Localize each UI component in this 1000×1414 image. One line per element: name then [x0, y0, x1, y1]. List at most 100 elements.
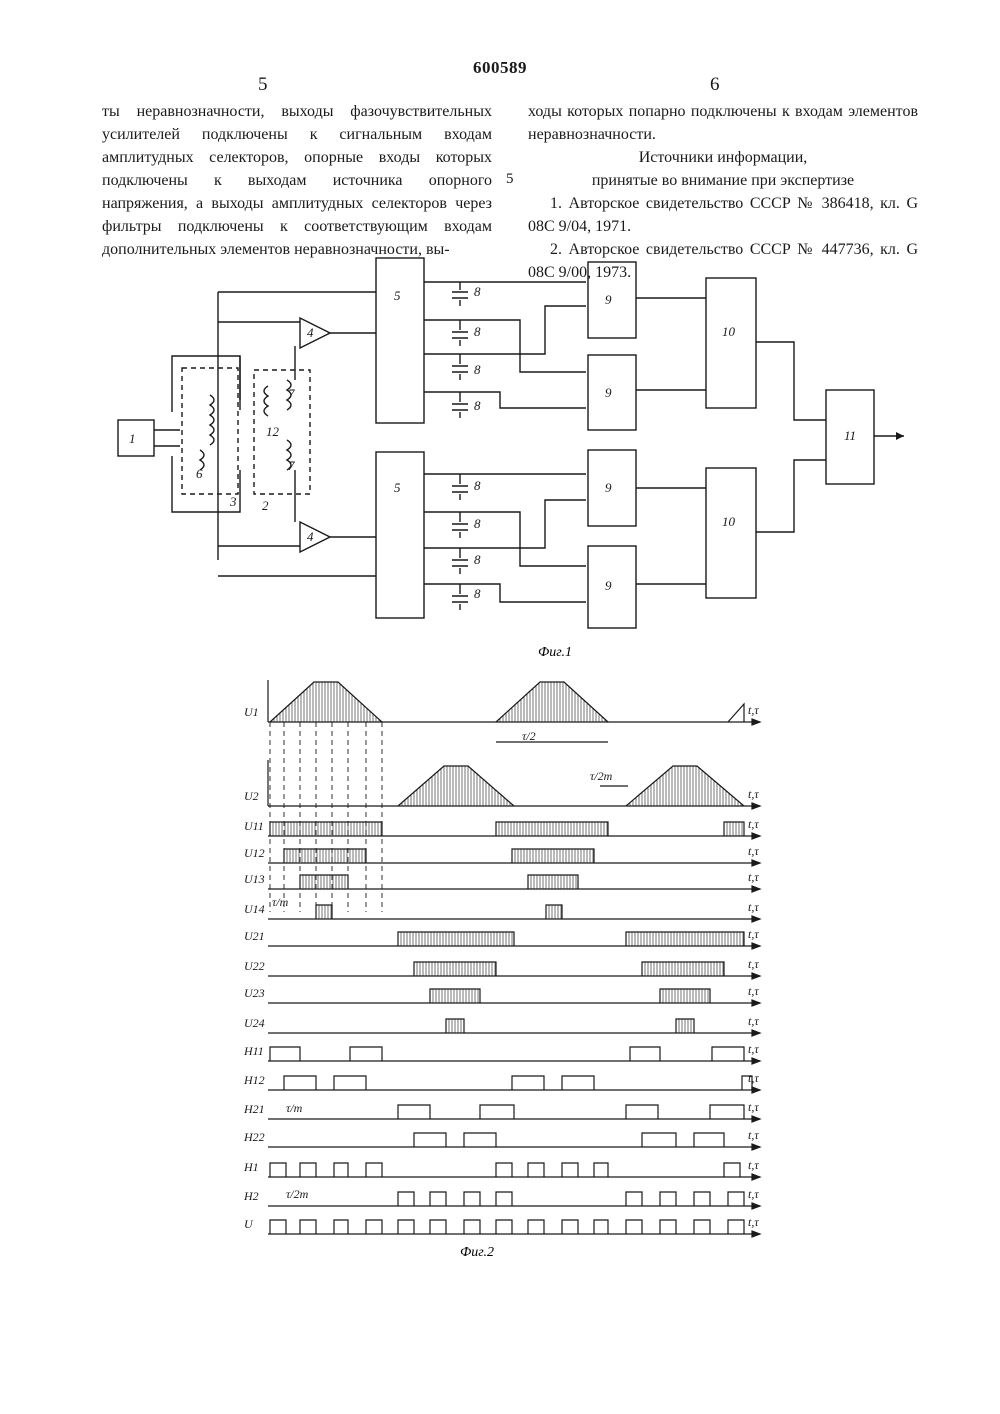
pulse-H11 — [350, 1047, 382, 1061]
signal-label-H21: H21 — [243, 1102, 265, 1116]
pulse-U14 — [546, 905, 562, 919]
pulse-U11 — [270, 822, 382, 836]
axis-arrow-icon — [752, 1174, 760, 1180]
annotation-tau-2m-b: τ/2m — [286, 1187, 309, 1201]
axis-label: t,τ — [748, 817, 759, 831]
axis-arrow-icon — [752, 833, 760, 839]
u1-envelope-2 — [496, 682, 608, 722]
axis-arrow-icon — [752, 1000, 760, 1006]
signal-label-U1: U1 — [244, 705, 259, 719]
pulse-U23 — [430, 989, 480, 1003]
pulse-U — [660, 1220, 676, 1234]
axis-arrow-icon — [752, 1030, 760, 1036]
pulse-H2 — [430, 1192, 446, 1206]
axis-arrow-icon — [752, 1087, 760, 1093]
axis-label: t,τ — [748, 787, 759, 801]
pulse-H1 — [300, 1163, 316, 1177]
pulse-U — [728, 1220, 744, 1234]
axis-arrow-icon — [752, 803, 760, 809]
signal-label-U2: U2 — [244, 789, 259, 803]
signal-label-U12: U12 — [244, 846, 265, 860]
annotation-tau-m-b: τ/m — [286, 1101, 303, 1115]
signal-label-U13: U13 — [244, 872, 265, 886]
axis-label: t,τ — [748, 1187, 759, 1201]
pulse-U — [464, 1220, 480, 1234]
pulse-H2 — [496, 1192, 512, 1206]
pulse-H1 — [366, 1163, 382, 1177]
pulse-U — [528, 1220, 544, 1234]
figure-2-caption: Фиг.2 — [460, 1245, 494, 1260]
u1-envelope-1 — [270, 682, 382, 722]
pulse-H1 — [270, 1163, 286, 1177]
pulse-H1 — [496, 1163, 512, 1177]
pulse-H1 — [528, 1163, 544, 1177]
pulse-H11 — [270, 1047, 300, 1061]
pulse-U — [626, 1220, 642, 1234]
pulse-U23 — [660, 989, 710, 1003]
axis-arrow-icon — [752, 886, 760, 892]
signal-label-H12: H12 — [243, 1073, 265, 1087]
axis-label: t,τ — [748, 1014, 759, 1028]
pulse-H22 — [464, 1133, 496, 1147]
pulse-U — [496, 1220, 512, 1234]
signal-label-H2: H2 — [243, 1189, 259, 1203]
pulse-U — [366, 1220, 382, 1234]
pulse-U — [300, 1220, 316, 1234]
pulse-H1 — [594, 1163, 608, 1177]
axis-label: t,τ — [748, 984, 759, 998]
axis-arrow-icon — [752, 1058, 760, 1064]
axis-label: t,τ — [748, 1215, 759, 1229]
pulse-H21 — [398, 1105, 430, 1119]
signal-label-U21: U21 — [244, 929, 265, 943]
signal-label-U22: U22 — [244, 959, 265, 973]
axis-label: t,τ — [748, 957, 759, 971]
pulse-H2 — [398, 1192, 414, 1206]
axis-label: t,τ — [748, 844, 759, 858]
pulse-H22 — [694, 1133, 724, 1147]
axis-arrow-icon — [752, 1231, 760, 1237]
signal-label-U24: U24 — [244, 1016, 265, 1030]
pulse-H1 — [724, 1163, 740, 1177]
signal-label-U11: U11 — [244, 819, 264, 833]
pulse-H1 — [334, 1163, 348, 1177]
axis-label: t,τ — [748, 1158, 759, 1172]
pulse-H21 — [480, 1105, 514, 1119]
pulse-U — [694, 1220, 710, 1234]
signal-label-U: U — [244, 1217, 254, 1231]
axis-arrow-icon — [752, 943, 760, 949]
axis-label: t,τ — [748, 900, 759, 914]
axis-label: t,τ — [748, 1128, 759, 1142]
axis-label: t,τ — [748, 1042, 759, 1056]
pulse-H22 — [414, 1133, 446, 1147]
annotation-half-tau: τ/2 — [522, 729, 536, 743]
pulse-H12 — [284, 1076, 316, 1090]
signal-label-H11: H11 — [243, 1044, 264, 1058]
pulse-U — [594, 1220, 608, 1234]
pulse-H2 — [694, 1192, 710, 1206]
pulse-U13 — [528, 875, 578, 889]
pulse-H1 — [562, 1163, 578, 1177]
signal-label-U23: U23 — [244, 986, 265, 1000]
axis-arrow-icon — [752, 1203, 760, 1209]
axis-arrow-icon — [752, 860, 760, 866]
pulse-H22 — [642, 1133, 676, 1147]
pulse-H11 — [630, 1047, 660, 1061]
pulse-H21 — [626, 1105, 658, 1119]
axis-label: t,τ — [748, 1071, 759, 1085]
annotation-tau-m: τ/m — [272, 895, 289, 909]
axis-arrow-icon — [752, 719, 760, 725]
pulse-H12 — [512, 1076, 544, 1090]
pulse-U11 — [496, 822, 608, 836]
pulse-U14 — [316, 905, 332, 919]
signal-label-H1: H1 — [243, 1160, 259, 1174]
axis-label: t,τ — [748, 870, 759, 884]
axis-label: t,τ — [748, 703, 759, 717]
pulse-H12 — [562, 1076, 594, 1090]
pulse-H11 — [712, 1047, 744, 1061]
axis-arrow-icon — [752, 1116, 760, 1122]
axis-arrow-icon — [752, 973, 760, 979]
pulse-U — [334, 1220, 348, 1234]
pulse-H21 — [710, 1105, 744, 1119]
pulse-H2 — [728, 1192, 744, 1206]
